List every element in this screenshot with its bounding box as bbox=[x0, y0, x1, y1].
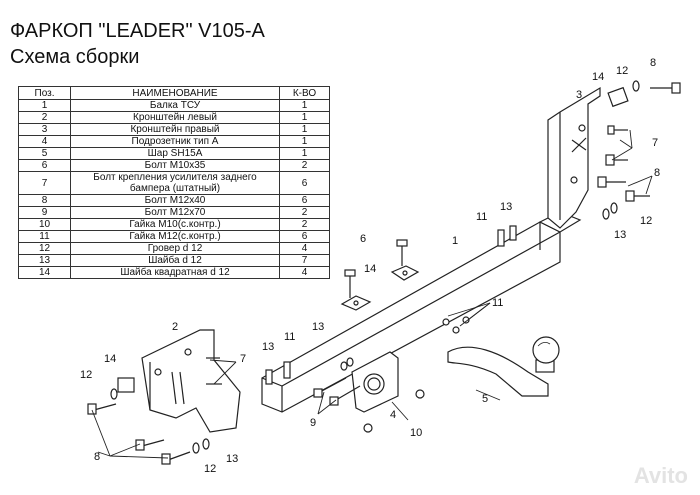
callout-10: 10 bbox=[410, 427, 422, 439]
callout-8: 8 bbox=[654, 167, 660, 179]
callout-12: 12 bbox=[204, 463, 216, 475]
cell-qty: 4 bbox=[279, 266, 330, 279]
cell-pos: 14 bbox=[18, 266, 71, 279]
cell-name: Болт крепления усилителя заднего бампера… bbox=[70, 171, 280, 195]
square-washer-top bbox=[340, 265, 420, 311]
fasteners-left bbox=[87, 357, 222, 465]
avito-watermark: Avito bbox=[633, 463, 688, 488]
callout-2: 2 bbox=[172, 321, 178, 333]
callout-12: 12 bbox=[616, 65, 628, 77]
callout-13: 13 bbox=[614, 229, 626, 241]
callout-13: 13 bbox=[226, 453, 238, 465]
callout-12: 12 bbox=[640, 215, 652, 227]
callout-9: 9 bbox=[310, 417, 316, 429]
callout-14: 14 bbox=[364, 263, 376, 275]
left-bracket bbox=[141, 329, 241, 433]
callout-13: 13 bbox=[262, 341, 274, 353]
table-header-row: Поз. НАИМЕНОВАНИЕ К-ВО bbox=[18, 86, 330, 100]
callout-3: 3 bbox=[576, 89, 582, 101]
callout-7: 7 bbox=[240, 353, 246, 365]
callout-7: 7 bbox=[652, 137, 658, 149]
cell-pos: 7 bbox=[18, 171, 71, 195]
leader-lines bbox=[91, 129, 653, 459]
fasteners-center bbox=[265, 225, 517, 433]
callout-13: 13 bbox=[500, 201, 512, 213]
callout-11: 11 bbox=[284, 331, 295, 343]
page-subtitle: Схема сборки bbox=[10, 46, 140, 68]
ball-mount bbox=[447, 336, 560, 397]
socket-plate bbox=[351, 351, 399, 413]
callout-4: 4 bbox=[390, 409, 396, 421]
callout-labels: 1 2 3 4 5 6 7 7 8 8 8 9 10 11 11 11 12 1… bbox=[80, 57, 660, 475]
callout-8: 8 bbox=[650, 57, 656, 69]
callout-11: 11 bbox=[492, 297, 503, 309]
callout-8: 8 bbox=[94, 451, 100, 463]
callout-6: 6 bbox=[360, 233, 366, 245]
bolts-m10 bbox=[344, 239, 408, 298]
callout-5: 5 bbox=[482, 393, 488, 405]
page-title: ФАРКОП "LEADER" V105-A bbox=[10, 20, 265, 42]
callout-14: 14 bbox=[592, 71, 604, 83]
right-bracket bbox=[547, 86, 601, 229]
callout-13: 13 bbox=[312, 321, 324, 333]
callout-14: 14 bbox=[104, 353, 116, 365]
callout-12: 12 bbox=[80, 369, 92, 381]
callout-11: 11 bbox=[476, 211, 487, 223]
fasteners-right bbox=[597, 80, 681, 220]
callout-1: 1 bbox=[452, 235, 458, 247]
